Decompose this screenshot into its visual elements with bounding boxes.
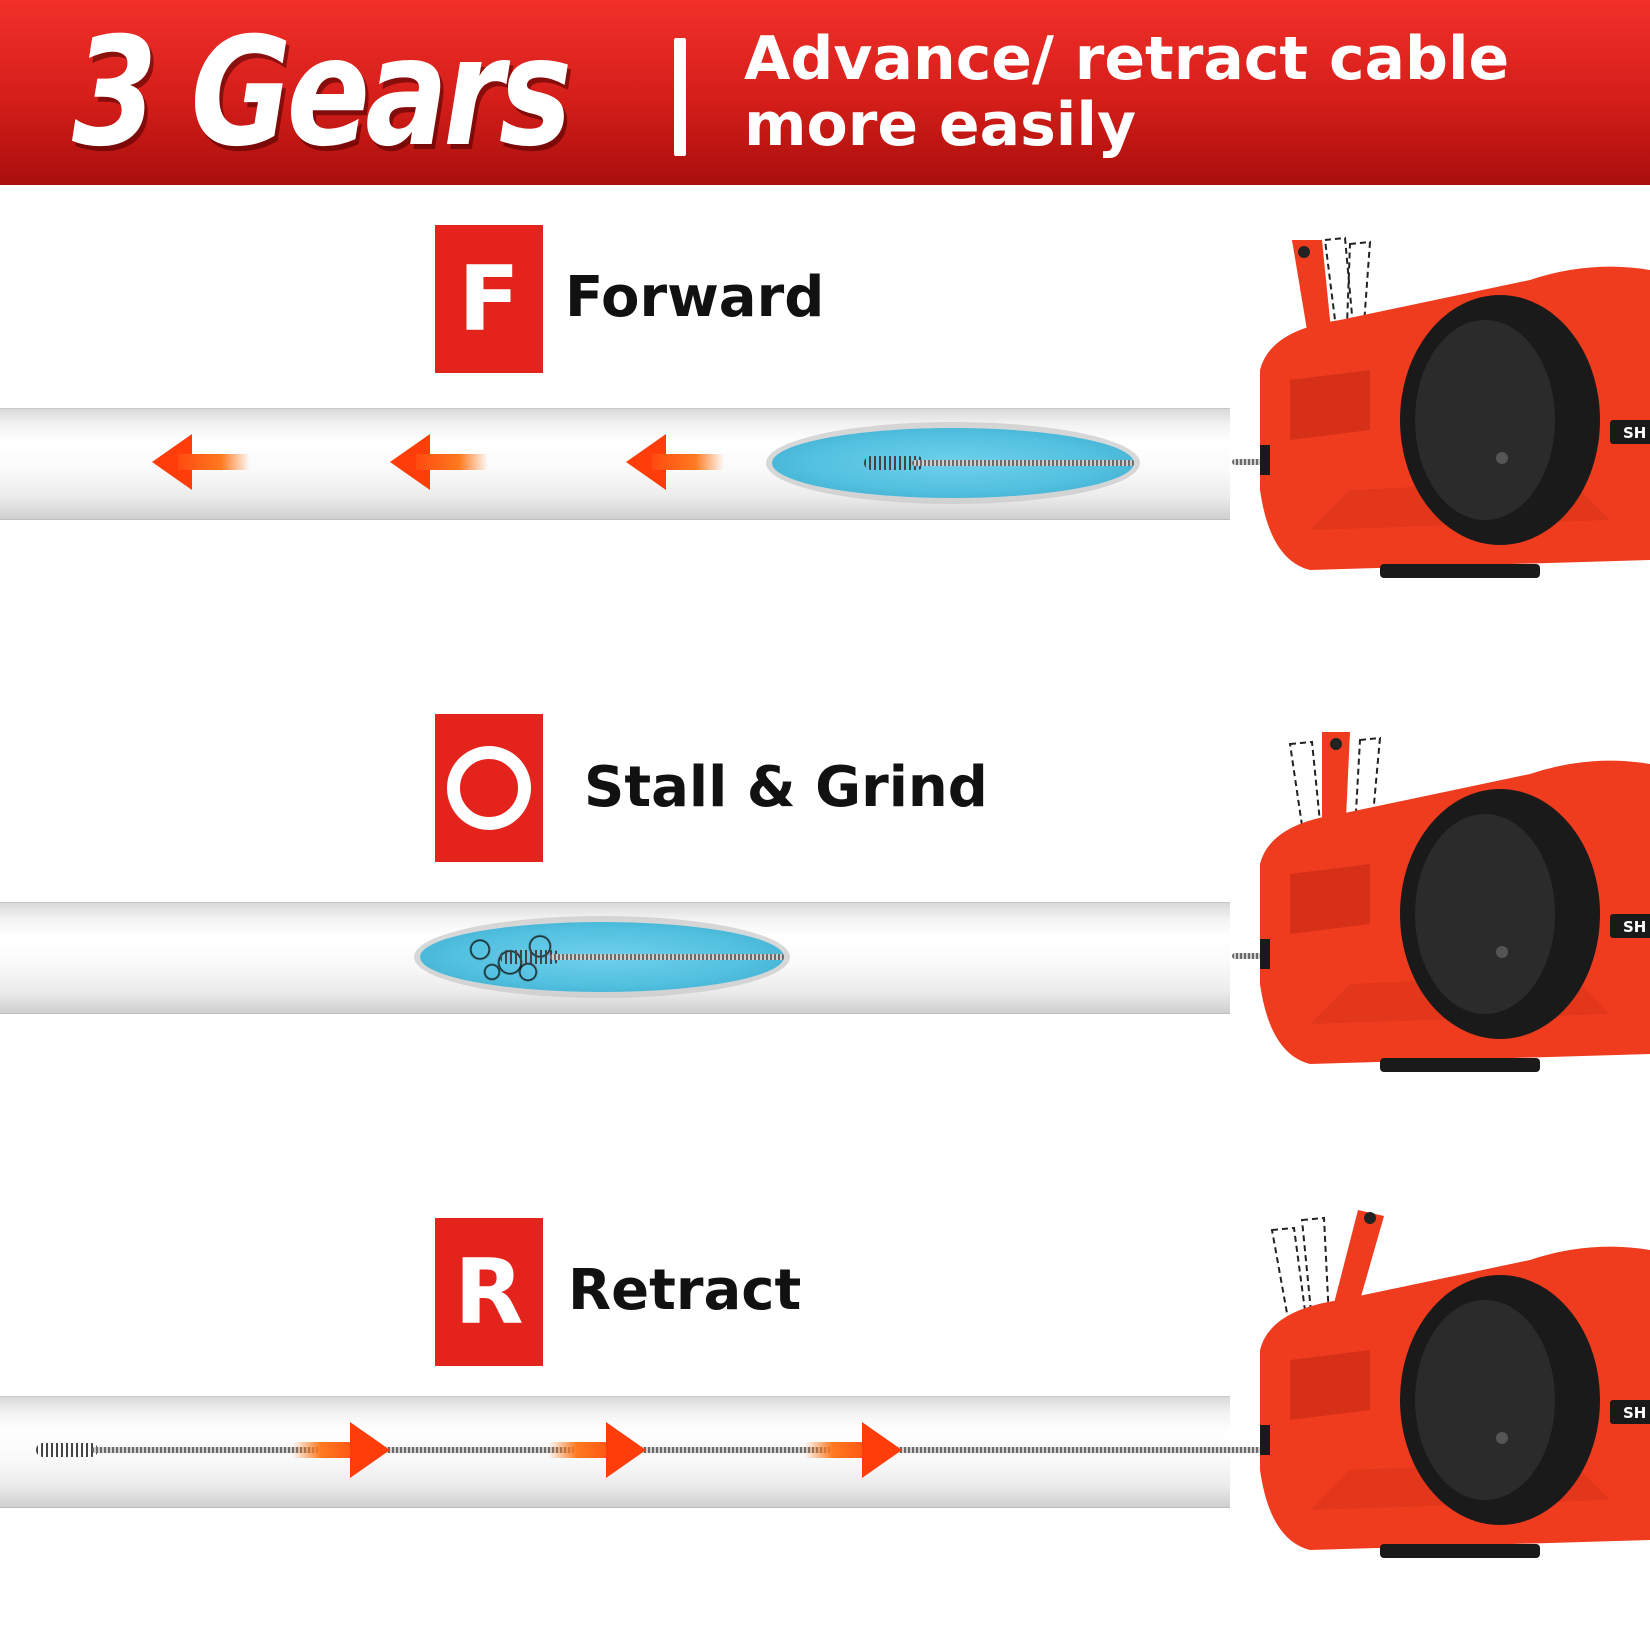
arrow-left-icon xyxy=(626,434,724,490)
gear-label-forward: Forward xyxy=(565,265,825,330)
drain-machine-retract: SH xyxy=(1230,1200,1650,1600)
cable-brush-icon xyxy=(36,1443,98,1457)
arrow-left-icon xyxy=(152,434,250,490)
arrow-right-icon xyxy=(804,1422,902,1478)
brand-text: SH xyxy=(1623,918,1646,936)
cable xyxy=(1232,953,1262,959)
cable-brush-icon xyxy=(500,950,560,964)
banner-title: 3 Gears xyxy=(72,5,572,180)
banner-subtitle: Advance/ retract cable more easily xyxy=(744,26,1624,158)
gear-label-stall: Stall & Grind xyxy=(584,755,988,820)
arrow-right-icon xyxy=(292,1422,390,1478)
drain-machine-forward: SH xyxy=(1230,230,1650,630)
drain-machine-icon: SH xyxy=(1260,1210,1650,1558)
banner-subtitle-line1: Advance/ retract cable xyxy=(744,24,1510,94)
pipe-window-stall xyxy=(420,922,784,992)
brand-text: SH xyxy=(1623,424,1646,442)
gear-badge-stall xyxy=(435,714,543,862)
brand-text: SH xyxy=(1623,1404,1646,1422)
gear-badge-retract: R xyxy=(435,1218,543,1366)
drain-machine-icon: SH xyxy=(1260,732,1650,1072)
banner-divider xyxy=(674,38,686,156)
gear-badge-forward: F xyxy=(435,225,543,373)
header-banner: 3 Gears Advance/ retract cable more easi… xyxy=(0,0,1650,185)
arrow-left-icon xyxy=(390,434,488,490)
cable-brush-icon xyxy=(864,456,924,470)
cable xyxy=(92,1447,1262,1453)
cable xyxy=(550,954,784,960)
cable xyxy=(1232,459,1262,465)
cable xyxy=(912,460,1134,466)
arrow-right-icon xyxy=(548,1422,646,1478)
pipe-window-forward xyxy=(772,428,1134,498)
drain-machine-stall: SH xyxy=(1230,724,1650,1124)
banner-subtitle-line2: more easily xyxy=(744,90,1137,160)
drain-machine-icon: SH xyxy=(1260,236,1650,578)
gear-label-retract: Retract xyxy=(568,1258,802,1323)
